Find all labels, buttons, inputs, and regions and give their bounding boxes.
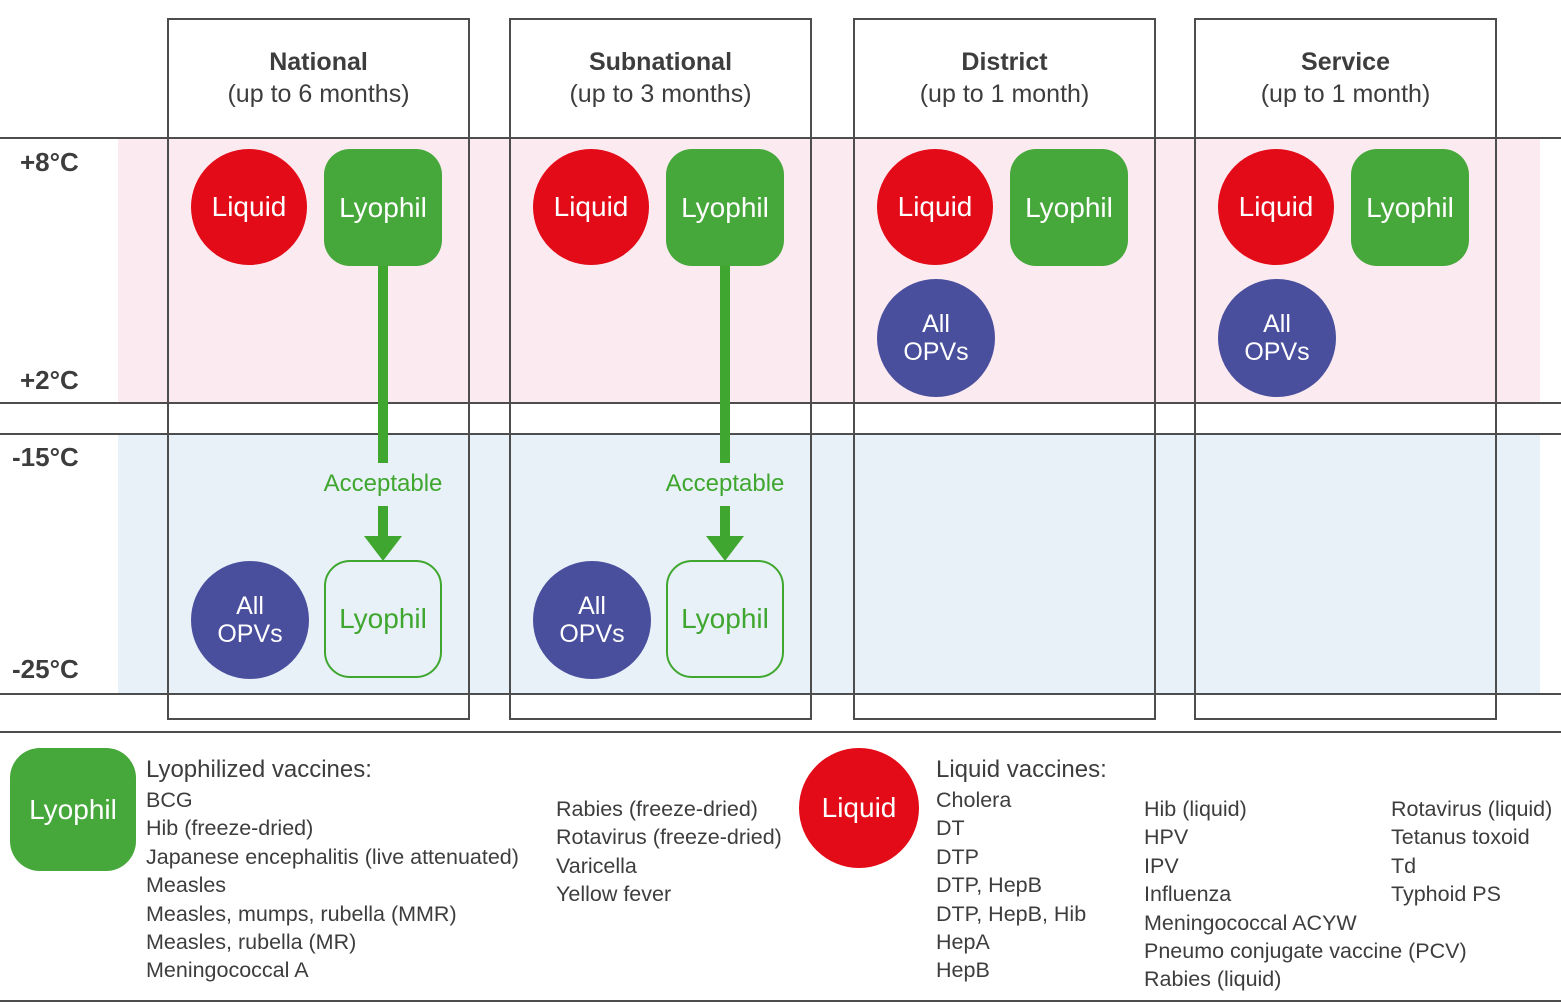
vaccine-list-item: Typhoid PS (1391, 882, 1501, 907)
opv-label-line2: OPVs (903, 338, 969, 366)
vaccine-list-item: Hib (freeze-dried) (146, 816, 314, 841)
liquid-circle: Liquid (191, 149, 307, 265)
vaccine-list-item: Pneumo conjugate vaccine (PCV) (1144, 939, 1467, 964)
vaccine-list-item: HepA (936, 930, 990, 955)
liquid-circle: Liquid (533, 149, 649, 265)
rule-freeze-bottom (0, 693, 1561, 695)
lyophil-box: Lyophil (1351, 149, 1469, 266)
opv-label-line1: All (922, 310, 950, 338)
vaccine-list-item: DTP (936, 844, 979, 869)
opv-label-line2: OPVs (1244, 338, 1310, 366)
column-service-header: Service (up to 1 month) (1196, 20, 1495, 137)
lyophil-box: Lyophil (666, 149, 784, 266)
liquid-circle: Liquid (1218, 149, 1334, 265)
vaccine-list-item: Meningococcal ACYW (1144, 910, 1357, 935)
temp-label-plus2: +2°C (20, 365, 79, 395)
acceptable-arrow-line (378, 266, 388, 463)
vaccine-list-item: Measles, rubella (MR) (146, 930, 357, 955)
vaccine-list-item: IPV (1144, 853, 1179, 878)
temp-label-minus25: -25°C (12, 654, 79, 684)
acceptable-arrow-line (720, 266, 730, 463)
vaccine-list-item: DTP, HepB (936, 873, 1042, 898)
acceptable-arrowhead-icon (364, 536, 402, 561)
vaccine-list-item: Rabies (liquid) (1144, 967, 1282, 992)
column-subnational: Subnational (up to 3 months) (509, 18, 812, 720)
column-title: Service (1301, 48, 1390, 77)
all-opvs-circle: All OPVs (877, 279, 995, 397)
vaccine-list-item: Cholera (936, 788, 1012, 812)
column-district-header: District (up to 1 month) (855, 20, 1154, 137)
lyophilized-vaccines-list-2: Rabies (freeze-dried) Rotavirus (freeze-d… (556, 795, 782, 909)
column-subtitle: (up to 1 month) (1260, 79, 1431, 108)
lyophilized-vaccines-heading: Lyophilized vaccines: (146, 756, 372, 783)
vaccine-list-item: Rotavirus (liquid) (1391, 797, 1553, 821)
rule-cold-top (0, 137, 1561, 139)
opv-label-line1: All (578, 592, 606, 620)
acceptable-arrow-line (378, 506, 388, 536)
opv-label-line2: OPVs (559, 620, 625, 648)
column-district: District (up to 1 month) (853, 18, 1156, 720)
all-opvs-circle: All OPVs (533, 561, 651, 679)
vaccine-list-item: HepB (936, 958, 990, 983)
all-opvs-circle: All OPVs (191, 561, 309, 679)
column-title: Subnational (588, 48, 733, 77)
lyophil-legend-badge: Lyophil (10, 748, 136, 871)
acceptable-label: Acceptable (665, 470, 785, 497)
opv-label-line1: All (236, 592, 264, 620)
vaccine-list-item: HPV (1144, 825, 1189, 850)
opv-label-line2: OPVs (217, 620, 283, 648)
vaccine-list-item: Hib (liquid) (1144, 797, 1247, 821)
column-national: National (up to 6 months) (167, 18, 470, 720)
rule-page-bottom (0, 1000, 1561, 1002)
vaccine-list-item: DTP, HepB, Hib (936, 901, 1087, 926)
vaccine-list-item: DT (936, 816, 965, 841)
temp-label-minus15: -15°C (12, 442, 79, 472)
rule-cold-bottom (0, 402, 1561, 404)
all-opvs-circle: All OPVs (1218, 279, 1336, 397)
lyophilized-vaccines-list: BCG Hib (freeze-dried) Japanese encephalit… (146, 786, 519, 985)
rule-diagram-bottom (0, 731, 1561, 733)
freezer-band (118, 435, 1540, 693)
vaccine-list-item: Measles (146, 873, 227, 898)
vaccine-list-item: Measles, mumps, rubella (MMR) (146, 901, 457, 926)
column-subnational-header: Subnational (up to 3 months) (511, 20, 810, 137)
column-national-header: National (up to 6 months) (169, 20, 468, 137)
column-service: Service (up to 1 month) (1194, 18, 1497, 720)
column-title: National (269, 48, 368, 77)
lyophil-outline-box: Lyophil (666, 560, 784, 678)
lyophil-box: Lyophil (324, 149, 442, 266)
acceptable-arrow-line (720, 506, 730, 536)
vaccine-list-item: Tetanus toxoid (1391, 825, 1530, 850)
liquid-circle: Liquid (877, 149, 993, 265)
opv-label-line1: All (1263, 310, 1291, 338)
acceptable-arrowhead-icon (706, 536, 744, 561)
lyophil-outline-box: Lyophil (324, 560, 442, 678)
vaccine-list-item: Japanese encephalitis (live attenuated) (146, 844, 519, 869)
vaccine-list-item: Varicella (556, 853, 637, 878)
vaccine-list-item: Influenza (1144, 882, 1232, 907)
column-subtitle: (up to 1 month) (919, 79, 1090, 108)
liquid-vaccines-heading: Liquid vaccines: (936, 756, 1107, 783)
temp-label-plus8: +8°C (20, 147, 79, 177)
vaccine-list-item: Rabies (freeze-dried) (556, 797, 758, 821)
column-subtitle: (up to 6 months) (227, 79, 410, 108)
acceptable-label: Acceptable (323, 470, 443, 497)
vaccine-list-item: BCG (146, 788, 193, 812)
vaccine-list-item: Meningococcal A (146, 958, 309, 983)
vaccine-list-item: Td (1391, 853, 1417, 878)
liquid-legend-badge: Liquid (799, 748, 919, 868)
column-subtitle: (up to 3 months) (569, 79, 752, 108)
rule-freeze-top (0, 433, 1561, 435)
vaccine-list-item: Yellow fever (556, 882, 672, 907)
lyophil-box: Lyophil (1010, 149, 1128, 266)
column-title: District (961, 48, 1048, 77)
vaccine-list-item: Rotavirus (freeze-dried) (556, 825, 782, 850)
